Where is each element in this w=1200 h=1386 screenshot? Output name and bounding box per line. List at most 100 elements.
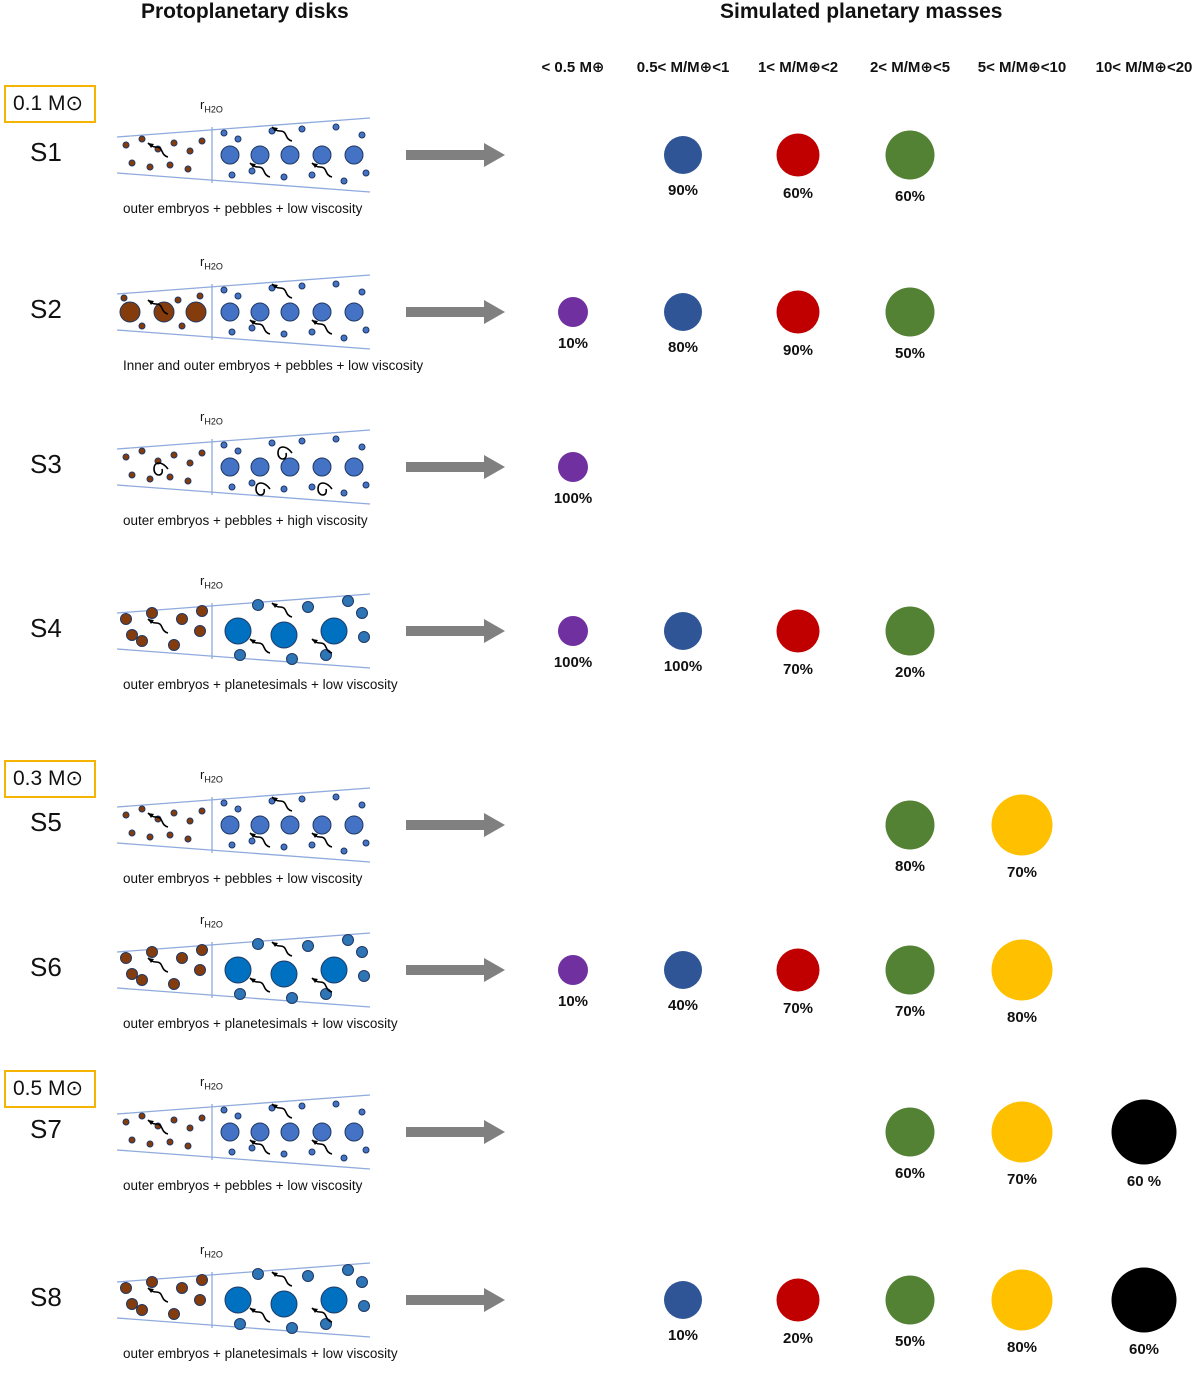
pebble: [298, 795, 306, 803]
disk-diagram: [116, 1094, 371, 1170]
disk-caption: outer embryos + planetesimals + low visc…: [123, 1016, 398, 1031]
outer-embryo: [280, 457, 300, 477]
planet-bin-4: [991, 939, 1053, 1001]
result-arrow: [406, 1120, 505, 1144]
planet-bin-2: [776, 133, 820, 177]
embryo: [122, 811, 130, 819]
planet-bin-3: [885, 800, 935, 850]
planet-bin-1: [664, 612, 702, 650]
pebble: [280, 173, 288, 181]
planet-percent: 10%: [557, 993, 589, 1010]
stellar-mass-box-0.1: 0.1 M⊙: [4, 85, 96, 123]
pebble: [220, 286, 228, 294]
planet-percent: 90%: [782, 341, 814, 359]
planet-percent: 20%: [894, 663, 926, 681]
mass-bin-header-2: 1< M/M⊕<2: [757, 59, 839, 76]
planet-percent: 100%: [553, 490, 593, 507]
embryo: [198, 807, 206, 815]
planetesimal: [342, 595, 354, 607]
scenario-label: S6: [30, 952, 62, 982]
snowline-label: rH2O: [200, 409, 223, 427]
drift-arrow-head: [250, 1140, 256, 1145]
pebble: [358, 1108, 366, 1116]
disk-caption: Inner and outer embryos + pebbles + low …: [123, 358, 424, 373]
planet-bin-4: [991, 1101, 1053, 1163]
scenario-label: S3: [30, 449, 62, 479]
planet-bin-0: [558, 616, 588, 646]
mass-bin-header-5: 10< M/M⊕<20: [1095, 59, 1193, 76]
planet-percent: 60%: [894, 1164, 926, 1182]
embryo: [138, 447, 146, 455]
embryo: [120, 952, 132, 964]
outer-embryo: [320, 617, 348, 645]
small-embryo: [120, 294, 128, 302]
planetesimal: [356, 946, 368, 958]
embryo: [196, 605, 208, 617]
outer-embryo: [270, 1290, 298, 1318]
pebble: [362, 839, 370, 847]
planet-bin-1: [664, 951, 702, 989]
pebble: [340, 177, 348, 185]
embryo: [146, 946, 158, 958]
disk-lower-edge: [116, 842, 371, 863]
pebble: [228, 171, 236, 179]
inner-embryo: [119, 301, 141, 323]
embryo: [166, 473, 174, 481]
disk-container: [112, 113, 377, 202]
outer-embryo: [280, 1122, 300, 1142]
planet-bin-0: [558, 452, 588, 482]
embryo: [138, 1112, 146, 1120]
drift-arrow-head: [272, 603, 278, 608]
planetesimal: [358, 970, 370, 982]
disk-diagram: [116, 593, 371, 669]
pebble: [248, 1144, 256, 1152]
pebble: [340, 334, 348, 342]
pebble: [332, 1100, 340, 1108]
result-arrow: [406, 455, 505, 479]
planet-percent: 50%: [894, 1332, 926, 1350]
planet-bin-0: [558, 297, 588, 327]
pebble: [340, 847, 348, 855]
disk-container: [112, 928, 377, 1017]
drift-arrow-head: [272, 797, 278, 802]
planet-percent: 60%: [782, 184, 814, 202]
disk-diagram: [116, 932, 371, 1008]
arrow-shaft: [406, 820, 486, 830]
planet-percent: 60%: [894, 187, 926, 205]
pebble: [280, 1150, 288, 1158]
outer-embryo: [344, 302, 364, 322]
pebble: [362, 481, 370, 489]
embryo: [194, 625, 206, 637]
planetesimal: [286, 992, 298, 1004]
outer-embryo: [250, 457, 270, 477]
embryo: [136, 1304, 148, 1316]
pebble: [234, 135, 242, 143]
planetesimal: [356, 607, 368, 619]
embryo: [170, 809, 178, 817]
arrow-container: [406, 1287, 506, 1318]
drift-arrow-head: [312, 1308, 318, 1313]
scenario-label: S7: [30, 1114, 62, 1144]
pebble: [332, 435, 340, 443]
drift-arrow-head: [148, 1288, 154, 1293]
result-arrow: [406, 300, 505, 324]
outer-embryo: [220, 302, 240, 322]
planet-bin-2: [776, 948, 820, 992]
pebble: [280, 330, 288, 338]
planet-percent: 60%: [1128, 1340, 1160, 1358]
planet-percent: 100%: [553, 654, 593, 671]
disk-upper-edge: [116, 932, 371, 953]
embryo: [184, 477, 192, 485]
small-embryo: [174, 296, 182, 304]
planet-bin-4: [991, 794, 1053, 856]
planet-percent: 70%: [894, 1002, 926, 1020]
drift-arrow-head: [312, 163, 318, 168]
planetesimal: [342, 1264, 354, 1276]
planetesimal: [252, 938, 264, 950]
drift-arrow: [277, 446, 293, 460]
disk-caption: outer embryos + pebbles + high viscosity: [123, 513, 368, 528]
pebble: [362, 169, 370, 177]
pebble: [362, 326, 370, 334]
